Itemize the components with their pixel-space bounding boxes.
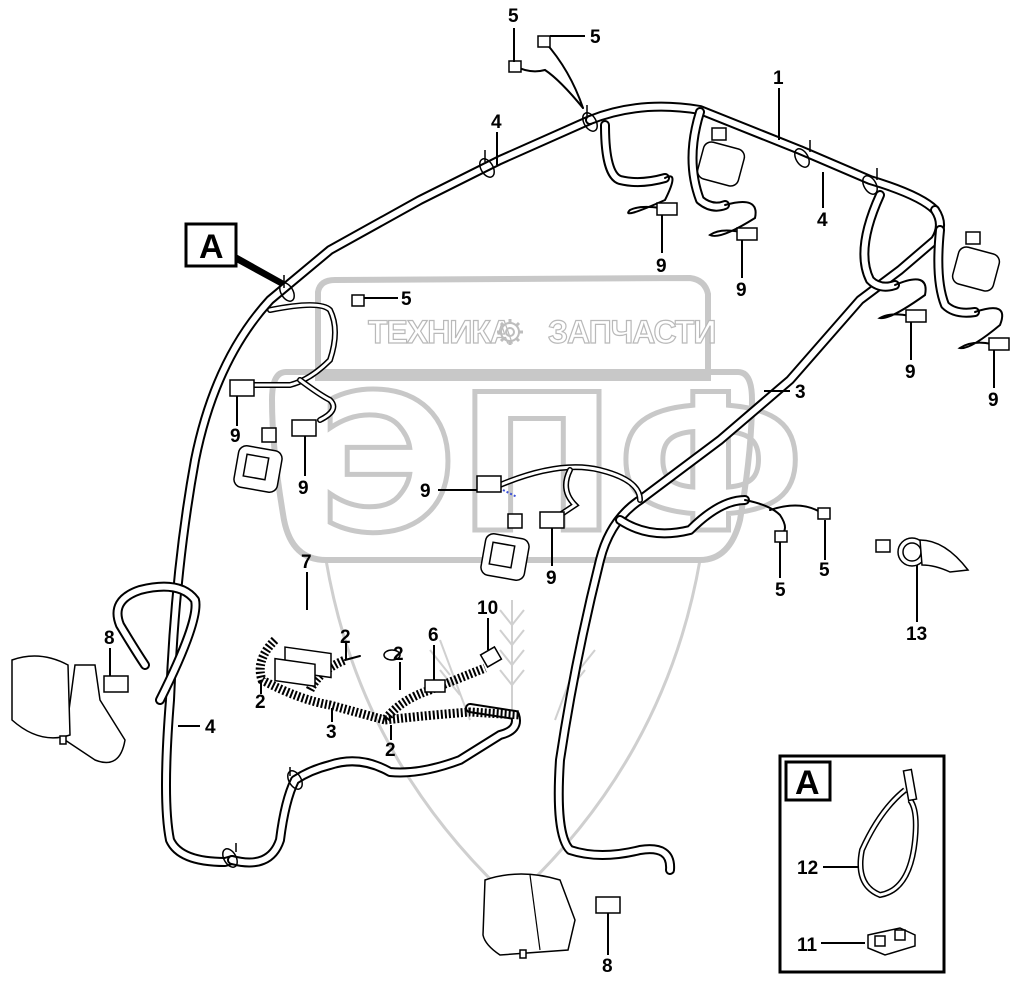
work-light — [482, 873, 576, 959]
power-socket — [875, 537, 970, 573]
callout-2: 2 — [255, 692, 266, 713]
callout-5: 5 — [775, 580, 786, 601]
connector-5 — [774, 530, 788, 543]
callout-4: 4 — [491, 112, 502, 133]
callout-5: 5 — [508, 6, 519, 27]
connector-9 — [229, 379, 255, 397]
callout-2: 2 — [385, 740, 396, 761]
callout-4: 4 — [817, 210, 828, 231]
interior-lamp — [696, 127, 746, 187]
connector-9 — [476, 475, 502, 493]
watermark-text-right: ЗАПЧАСТИ — [548, 314, 715, 350]
connector-8 — [595, 896, 621, 914]
connector-9 — [656, 202, 678, 216]
connector-5 — [817, 507, 831, 520]
detail-marker-letter: A — [199, 228, 224, 266]
callout-8: 8 — [602, 956, 613, 977]
interior-lamp — [233, 427, 283, 493]
watermark-banner — [268, 369, 756, 563]
callout-9: 9 — [230, 426, 241, 447]
connector-5 — [537, 35, 551, 48]
callout-7: 7 — [301, 552, 312, 573]
callout-3: 3 — [326, 722, 337, 743]
callout-2: 2 — [340, 627, 351, 648]
callout-6: 6 — [428, 625, 439, 646]
watermark: ТЕХНИКА ЗАПЧАСТИ ЭПФ — [268, 274, 807, 903]
work-light — [11, 655, 126, 764]
callout-2: 2 — [393, 644, 404, 665]
callout-11: 11 — [797, 935, 818, 956]
callout-1: 1 — [773, 68, 784, 89]
callout-9: 9 — [656, 256, 667, 277]
callout-8: 8 — [104, 628, 115, 649]
cable-tie-base-11 — [867, 927, 916, 956]
leaders — [109, 28, 995, 955]
callout-10: 10 — [477, 598, 498, 619]
detail-inset-label: A — [795, 764, 820, 802]
connector-6 — [424, 679, 446, 693]
watermark-shield — [315, 274, 711, 381]
callout-3: 3 — [795, 382, 806, 403]
callout-9: 9 — [905, 362, 916, 383]
connector-9 — [539, 511, 565, 529]
connector-10 — [479, 645, 503, 669]
connector-7 — [274, 646, 332, 688]
interior-lamp — [951, 231, 1001, 292]
connector-5 — [351, 294, 365, 307]
connector-9 — [988, 337, 1010, 351]
callout-9: 9 — [736, 280, 747, 301]
connector-8 — [103, 675, 129, 693]
detail-marker: A — [184, 222, 286, 286]
harness-tubes — [112, 101, 980, 875]
guide-dash — [502, 489, 518, 498]
callout-9: 9 — [298, 478, 309, 499]
callout-5: 5 — [590, 27, 601, 48]
parts — [11, 35, 1010, 959]
watermark-logo: ЭПФ — [318, 354, 805, 575]
connector-9 — [291, 419, 317, 437]
callout-9: 9 — [420, 481, 431, 502]
gear-icon — [497, 319, 523, 345]
bulb — [383, 649, 401, 661]
callout-12: 12 — [797, 858, 818, 879]
connector-9 — [905, 309, 927, 323]
cable-tie-12 — [857, 768, 919, 899]
connector-5 — [508, 60, 522, 73]
callout-5: 5 — [401, 289, 412, 310]
watermark-text-left: ТЕХНИКА — [368, 314, 513, 350]
callout-5: 5 — [819, 560, 830, 581]
callout-13: 13 — [906, 624, 927, 645]
connector-9 — [736, 227, 758, 241]
callout-4: 4 — [205, 717, 216, 738]
callout-labels: 1 2 2 2 2 3 3 4 4 4 5 5 5 5 5 6 7 8 8 9 … — [104, 6, 999, 977]
wires — [247, 41, 1004, 726]
interior-lamp — [480, 513, 530, 581]
detail-inset: A — [778, 754, 946, 974]
callout-9: 9 — [988, 390, 999, 411]
callout-9: 9 — [546, 568, 557, 589]
